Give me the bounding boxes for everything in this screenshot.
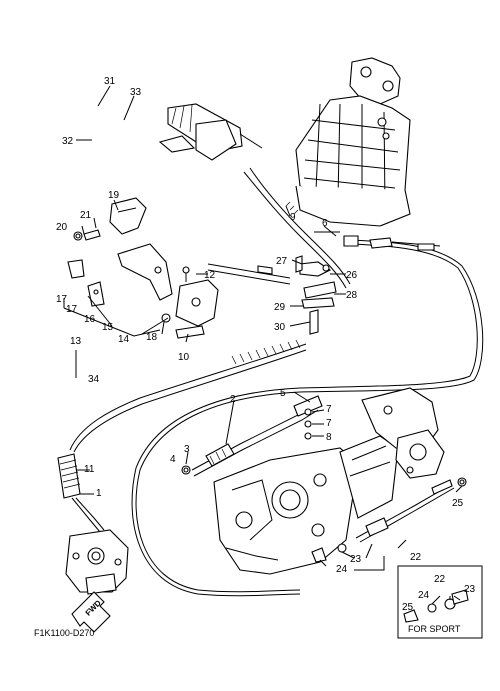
callout-18: 18	[146, 332, 158, 343]
callout-29: 29	[274, 302, 286, 313]
bracket-parts-26-30	[295, 255, 337, 335]
spiral-cable	[57, 339, 307, 533]
nozzle-bracket	[65, 529, 129, 595]
callout-15: 15	[102, 322, 114, 333]
callout-23b: 23	[464, 584, 476, 595]
throttle-cable-upper	[207, 167, 351, 289]
callout-2: 2	[230, 394, 236, 405]
callout-23a: 23	[350, 554, 362, 565]
fwd-arrow	[71, 591, 111, 633]
callout-31: 31	[104, 76, 116, 87]
callout-7b: 7	[326, 418, 332, 429]
callout-3: 3	[184, 444, 190, 455]
callout-1: 1	[96, 488, 102, 499]
throttle-lever-parts	[67, 197, 219, 339]
cable-2	[181, 395, 323, 477]
callout-33: 33	[130, 87, 142, 98]
callout-11: 11	[84, 464, 95, 475]
callout-13: 13	[70, 336, 82, 347]
callout-19: 19	[108, 190, 120, 201]
callout-27: 27	[276, 256, 288, 267]
jet-pump-housing	[213, 387, 445, 575]
callout-28: 28	[346, 290, 358, 301]
callout-14: 14	[118, 334, 130, 345]
callout-32: 32	[62, 136, 74, 147]
callout-4: 4	[170, 454, 176, 465]
callout-6: 6	[322, 218, 328, 229]
callout-30: 30	[274, 322, 286, 333]
callout-17b: 17	[66, 304, 78, 315]
callout-22b: 22	[434, 574, 446, 585]
for-sport-inset	[397, 565, 483, 639]
callout-24b: 24	[418, 590, 430, 601]
diagram-code: F1K1100-D270	[34, 628, 94, 638]
leader-lines	[63, 85, 463, 605]
callout-7a: 7	[326, 404, 332, 415]
callout-21: 21	[80, 210, 92, 221]
callout-34: 34	[88, 374, 100, 385]
handlebar-grip	[158, 103, 263, 161]
callout-10: 10	[178, 352, 190, 363]
callout-8: 8	[326, 432, 332, 443]
callout-22a: 22	[410, 552, 422, 563]
callout-labels: 31 33 32 19 21 20 9 6 12 27 26 28 29 30 …	[34, 76, 476, 638]
callout-25a: 25	[452, 498, 464, 509]
callout-12: 12	[204, 270, 216, 281]
callout-20: 20	[56, 222, 68, 233]
callout-17a: 17	[56, 294, 68, 305]
for-sport-caption: FOR SPORT	[408, 624, 461, 634]
long-cable-loop	[131, 235, 484, 597]
cable-22	[311, 477, 467, 563]
callout-5: 5	[280, 388, 286, 399]
callout-26: 26	[346, 270, 358, 281]
callout-25b: 25	[402, 602, 414, 613]
steering-column	[295, 57, 411, 227]
callout-16: 16	[84, 314, 96, 325]
callout-24a: 24	[336, 564, 348, 575]
callout-9: 9	[290, 212, 296, 223]
